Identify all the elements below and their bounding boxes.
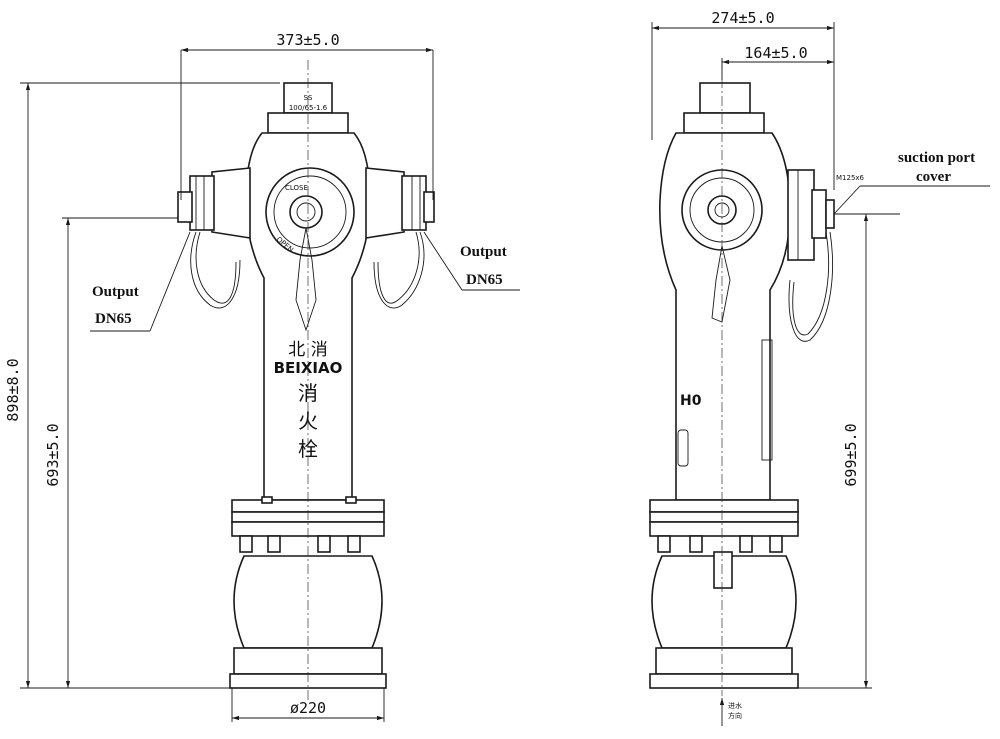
side-mark-text: H0 (680, 393, 702, 409)
front-dimensions: 373±5.0 898±8.0 693±5.0 ø220 Output DN65… (4, 31, 520, 722)
output-left-label: Output (92, 284, 139, 300)
dim-cover-height: 699±5.0 (842, 423, 860, 486)
side-view: H0 进水 方向 (649, 60, 835, 726)
side-top-cap (699, 82, 751, 114)
output-left-size: DN65 (95, 311, 132, 327)
product-cn-3: 栓 (298, 437, 318, 461)
side-window (677, 429, 689, 467)
dim-outlet-height: 693±5.0 (44, 423, 62, 486)
side-base-neck (655, 647, 793, 675)
dim-side-offset: 164±5.0 (744, 44, 807, 62)
thread-spec-text: M125x6 (836, 174, 865, 182)
side-upper-flange (649, 499, 799, 513)
side-neck-ring (683, 112, 765, 134)
front-center-chain (295, 227, 317, 332)
dim-front-width: 373±5.0 (276, 31, 339, 49)
side-dimensions: 274±5.0 164±5.0 699±5.0 M125x6 suction p… (651, 9, 990, 689)
side-drain-tab (713, 551, 733, 589)
front-flange-bolts (239, 496, 361, 553)
flow-direction-text-1: 进水 (728, 701, 742, 710)
dim-side-width: 274±5.0 (711, 9, 774, 27)
side-base-flange (649, 673, 799, 689)
front-left-chain (190, 231, 241, 309)
cap-marking-rating: 100/65-1.6 (289, 104, 328, 112)
front-left-outlet (177, 167, 251, 239)
side-suction-chain (788, 231, 833, 342)
front-right-outlet (365, 167, 435, 239)
suction-cover-label: cover (916, 169, 951, 185)
output-right-label: Output (460, 244, 507, 260)
side-raised-lettering (761, 339, 773, 461)
suction-port-cover (787, 169, 835, 261)
front-right-chain (373, 231, 425, 309)
front-view: SS 100/65-1.6 CLOSE OPEN (177, 60, 435, 700)
flow-direction-text-2: 方向 (728, 711, 742, 720)
valve-close-text: CLOSE (285, 184, 308, 192)
suction-port-label: suction port (898, 150, 975, 166)
dim-total-height: 898±8.0 (4, 358, 22, 421)
output-right-size: DN65 (466, 272, 503, 288)
dim-base-diameter: ø220 (290, 699, 326, 717)
front-valve-stem (289, 195, 323, 229)
side-lower-flange (649, 521, 799, 537)
side-flange-bolts (657, 535, 783, 553)
side-center-chain (711, 245, 731, 323)
